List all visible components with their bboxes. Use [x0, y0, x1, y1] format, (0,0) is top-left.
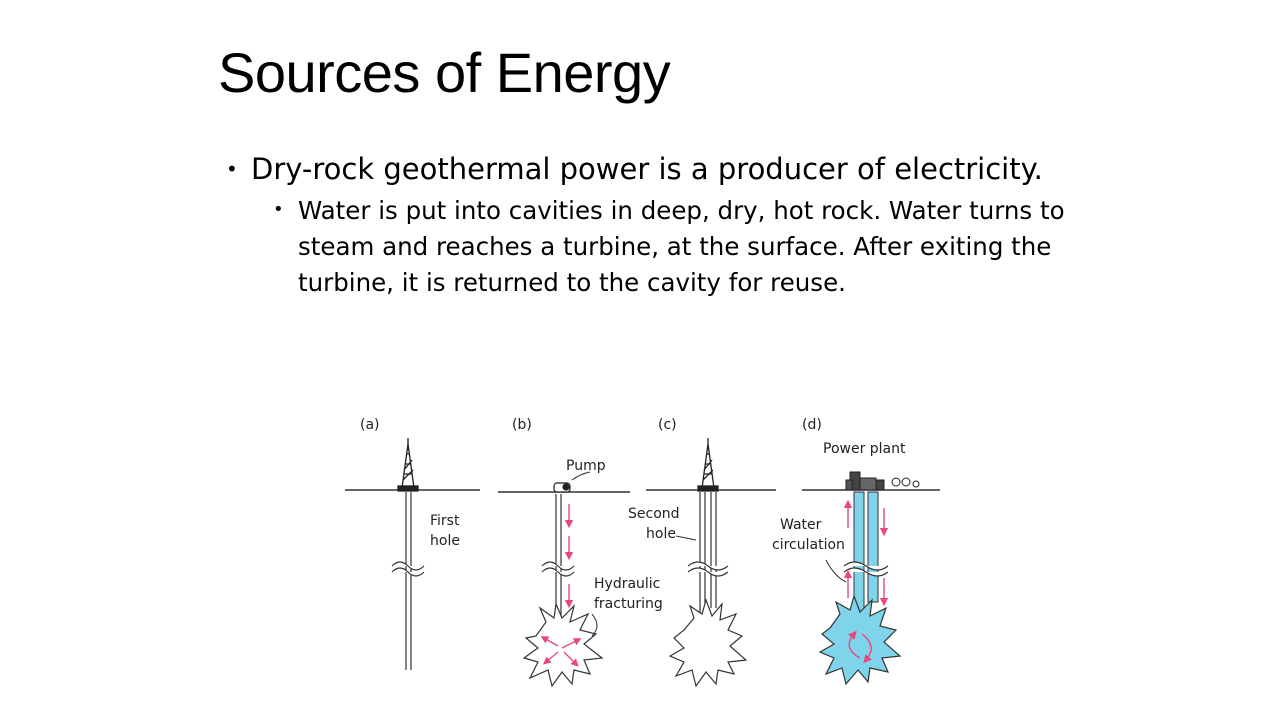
panel-b: (b) Pump Hydraulic fracturing: [498, 417, 665, 688]
geothermal-diagram: (a) First hole (b) Pump: [345, 417, 940, 688]
power-plant-label: Power plant: [823, 441, 906, 457]
water-circulation-label: Water circulation: [772, 517, 845, 553]
panel-label-c: (c): [658, 417, 677, 433]
pump-label: Pump: [566, 458, 606, 474]
bullet-dot-icon: •: [273, 199, 284, 220]
panel-c: (c) Second hole: [628, 417, 776, 688]
drill-rig-icon: [697, 438, 719, 492]
panel-label-d: (d): [802, 417, 822, 433]
panel-label-b: (b): [512, 417, 532, 433]
second-hole-label: Second hole: [628, 506, 684, 542]
pump-icon: [553, 482, 571, 493]
slide-title: Sources of Energy: [218, 41, 671, 104]
panel-a: (a) First hole: [345, 417, 480, 670]
hot-water-zone: [818, 594, 902, 686]
fracture-zone-b: [522, 601, 604, 688]
fracture-zone-c: [668, 598, 748, 688]
bullet-item: • Dry-rock geothermal power is a produce…: [226, 150, 1106, 188]
panel-d: (d) Power plant Water circulation: [772, 417, 940, 686]
sub-bullet-item: • Water is put into cavities in deep, dr…: [273, 193, 1088, 301]
first-hole-label: First hole: [430, 513, 464, 549]
bullet-dot-icon: •: [226, 157, 238, 181]
power-plant-icon: [845, 471, 920, 491]
hydraulic-fracturing-label: Hydraulic fracturing: [594, 576, 665, 612]
bullet-list: • Dry-rock geothermal power is a produce…: [226, 150, 1106, 301]
sub-bullet-text: Water is put into cavities in deep, dry,…: [298, 196, 1065, 297]
bullet-text: Dry-rock geothermal power is a producer …: [251, 152, 1043, 186]
panel-label-a: (a): [360, 417, 380, 433]
drill-rig-icon: [397, 438, 419, 492]
